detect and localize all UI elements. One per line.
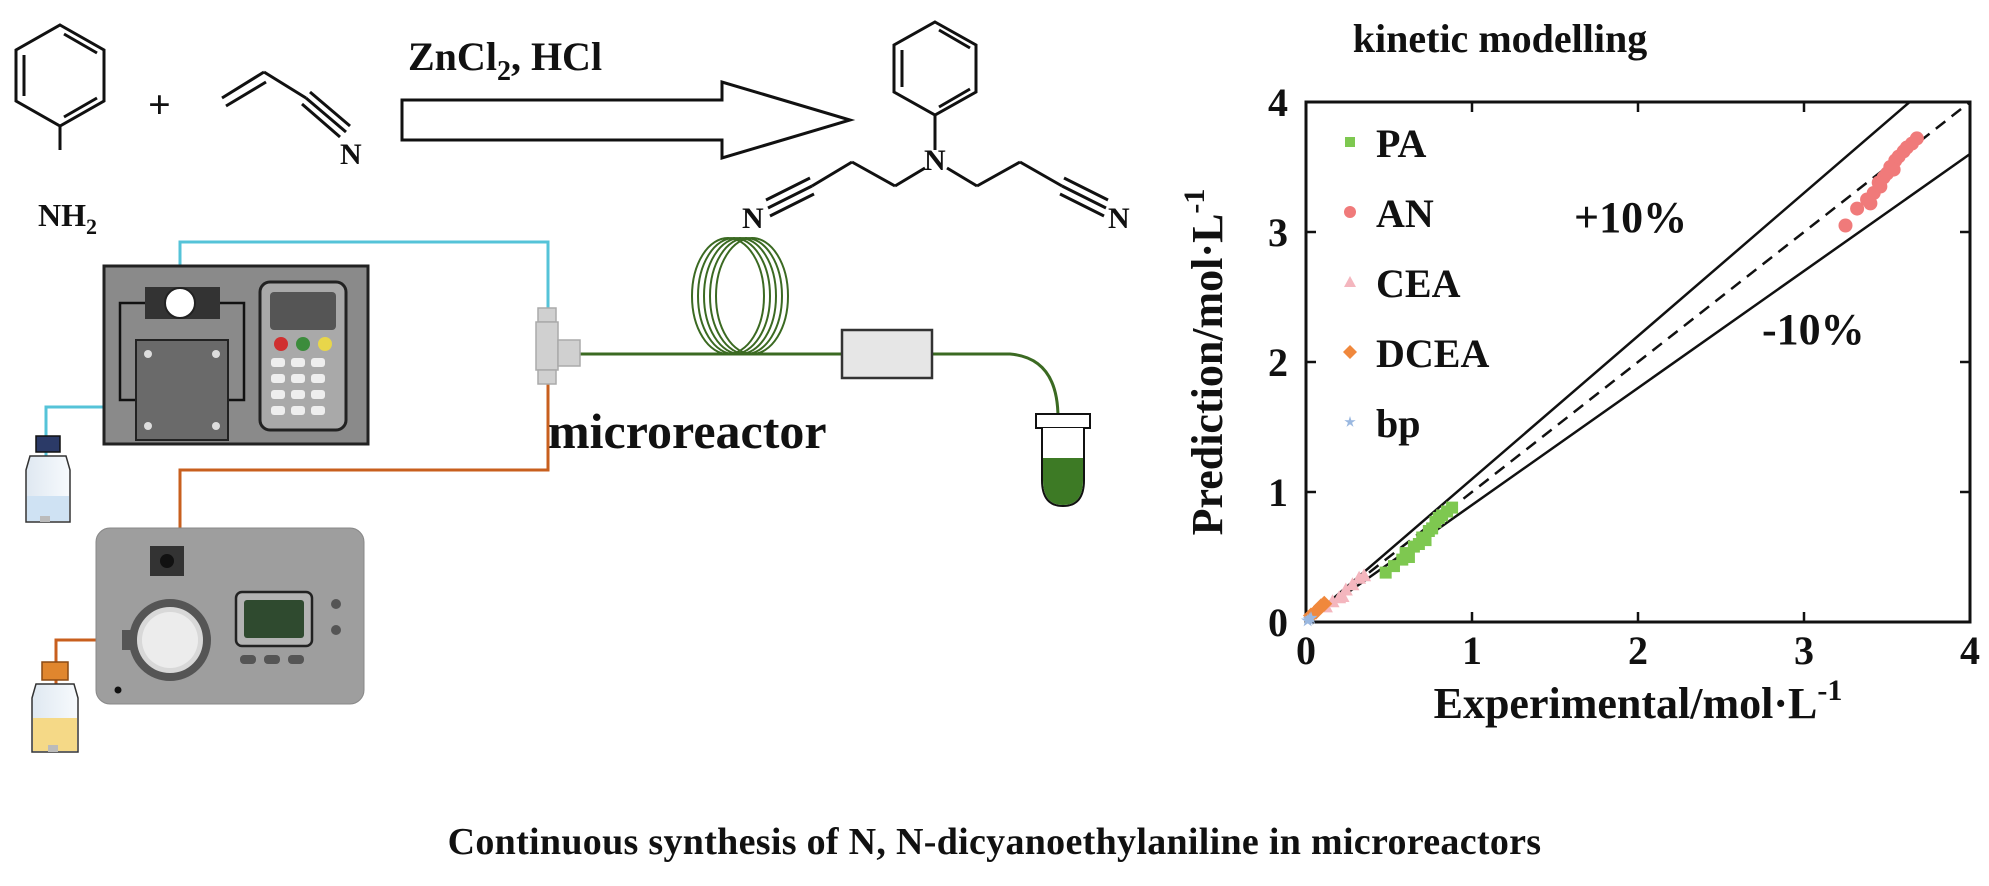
legend-label-dcea: DCEA [1376, 331, 1489, 376]
data-point-an [1863, 196, 1878, 211]
axis-ticks: 0 1 2 3 4 0 1 2 3 4 [1268, 80, 1980, 673]
data-point-an [1850, 201, 1865, 216]
cyan-tubing-top [178, 240, 550, 308]
syringe-pump-icon[interactable] [102, 264, 370, 446]
data-point-an [1886, 162, 1901, 177]
acrylonitrile-structure [221, 70, 351, 139]
product-left-n-label: N [742, 202, 764, 235]
back-pressure-regulator-icon [840, 328, 934, 380]
reference-line-solid [1305, 101, 1911, 623]
data-point-bp [1304, 611, 1318, 624]
data-point-pa [1402, 551, 1415, 563]
legend-marker-bp [1344, 416, 1356, 427]
y-tick-label: 1 [1268, 470, 1288, 515]
orange-tubing [178, 380, 550, 544]
plus-sign: + [148, 82, 171, 127]
legend-label-bp: bp [1376, 401, 1421, 446]
product-center-n-label: N [924, 144, 946, 177]
data-point-cea [1335, 589, 1350, 602]
y-axis-label: Prediction/mol·L-1 [1178, 189, 1232, 536]
data-point-an [1838, 218, 1853, 233]
legend-marker-cea [1344, 276, 1356, 287]
x-tick-label: 0 [1296, 628, 1316, 673]
reaction-conditions: ZnCl2, HCl [408, 34, 602, 87]
data-point-an [1909, 131, 1924, 146]
aniline-nh2-label: NH2 [38, 197, 97, 239]
plus-10-annotation: +10% [1574, 193, 1687, 242]
y-tick-label: 0 [1268, 600, 1288, 645]
data-point-dcea [1316, 595, 1333, 612]
x-tick-label: 2 [1628, 628, 1648, 673]
coil-reactor-icon [691, 237, 789, 355]
flow-setup: microreactor [25, 237, 1091, 753]
y-tick-label: 3 [1268, 210, 1288, 255]
aniline-structure [14, 23, 106, 150]
pump-keypad-icon[interactable] [258, 280, 348, 432]
minus-10-annotation: -10% [1762, 305, 1865, 354]
reaction-arrow [400, 79, 856, 161]
x-tick-label: 4 [1960, 628, 1980, 673]
data-point-pa [1446, 501, 1459, 514]
acrylonitrile-n-label: N [340, 138, 362, 171]
x-tick-label: 1 [1462, 628, 1482, 673]
x-tick-label: 3 [1794, 628, 1814, 673]
product-right-n-label: N [1108, 202, 1130, 235]
legend-label-pa: PA [1376, 121, 1426, 166]
legend-label-cea: CEA [1376, 261, 1461, 306]
data-point-an [1873, 179, 1888, 194]
collection-tube-icon [1035, 413, 1091, 508]
peristaltic-pump-icon[interactable] [95, 527, 365, 705]
reagent-bottle-icon [25, 435, 71, 523]
legend-marker-dcea [1343, 345, 1357, 359]
data-points [1301, 131, 1924, 627]
kinetic-modelling-chart: kinetic modelling 0 1 2 3 4 0 1 2 3 4 PA AN CEA DCEA… [1178, 16, 1980, 728]
reagent-bottle-icon [31, 661, 79, 753]
legend-marker-pa [1345, 137, 1355, 147]
legend-label-an: AN [1376, 191, 1434, 236]
data-point-pa [1419, 534, 1432, 547]
reaction-scheme: NH2 + N ZnCl2, HCl [14, 20, 1130, 239]
data-point-cea [1357, 568, 1372, 582]
product-structure [765, 20, 1109, 218]
tee-mixer-icon [535, 307, 581, 385]
microreactor-label: microreactor [548, 403, 827, 459]
chart-title: kinetic modelling [1353, 16, 1647, 61]
figure-caption: Continuous synthesis of N, N-dicyanoethy… [447, 821, 1542, 863]
green-tail-tubing [932, 352, 1060, 419]
legend-marker-an [1344, 206, 1356, 218]
x-axis-label: Experimental/mol·L-1 [1434, 674, 1843, 728]
y-tick-label: 4 [1268, 80, 1288, 125]
chart-legend: PA AN CEA DCEA bp [1343, 121, 1489, 446]
y-tick-label: 2 [1268, 340, 1288, 385]
